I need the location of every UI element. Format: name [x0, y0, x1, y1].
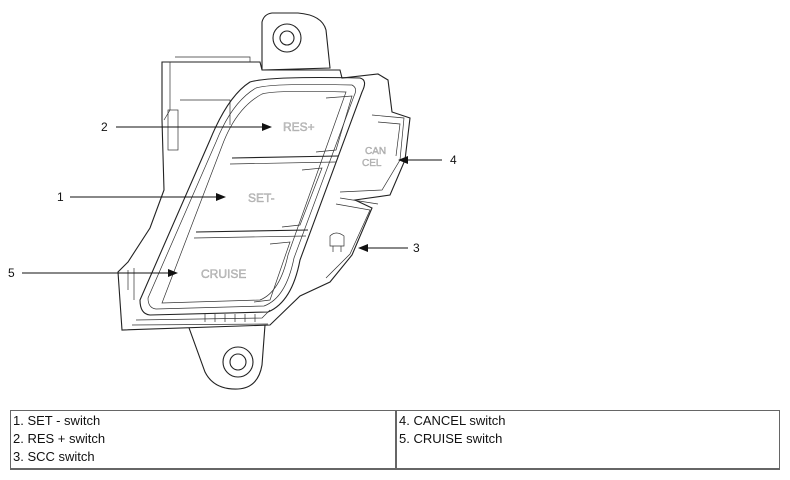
- cancel-button-label-line1: CAN: [365, 146, 386, 157]
- legend-item-set-switch: 1. SET - switch: [13, 413, 101, 428]
- legend-item-cancel-switch: 4. CANCEL switch: [399, 413, 506, 428]
- legend-column-right: 4. CANCEL switch 5. CRUISE switch: [396, 410, 780, 470]
- callout-3-number: 3: [413, 241, 420, 255]
- callout-2-leader: [116, 123, 272, 131]
- top-mount-tab: [261, 12, 331, 71]
- callout-3-leader: [358, 244, 408, 252]
- legend-table: 1. SET - switch 2. RES + switch 3. SCC s…: [10, 410, 780, 470]
- cancel-button-label-line2: CEL: [362, 158, 382, 169]
- switch-housing: [117, 56, 411, 331]
- set-button-label: SET-: [248, 191, 275, 205]
- res-button-label: RES+: [283, 120, 315, 134]
- callout-5-leader: [22, 269, 178, 277]
- bottom-mount-tab: [187, 324, 266, 390]
- callout-4-leader: [398, 156, 442, 164]
- legend-column-left: 1. SET - switch 2. RES + switch 3. SCC s…: [10, 410, 397, 470]
- cruise-button-label: CRUISE: [201, 267, 246, 281]
- callout-1-leader: [70, 193, 226, 201]
- callout-4-number: 4: [450, 153, 457, 167]
- legend-item-res-switch: 2. RES + switch: [13, 431, 106, 446]
- legend-item-scc-switch: 3. SCC switch: [13, 449, 95, 464]
- callout-1-number: 1: [57, 190, 64, 204]
- callout-5-number: 5: [8, 266, 15, 280]
- legend-item-cruise-switch: 5. CRUISE switch: [399, 431, 503, 446]
- steering-switch-diagram: RES+ SET- CRUISE CAN CEL 2 1 5 4 3: [8, 12, 457, 390]
- callout-2-number: 2: [101, 120, 108, 134]
